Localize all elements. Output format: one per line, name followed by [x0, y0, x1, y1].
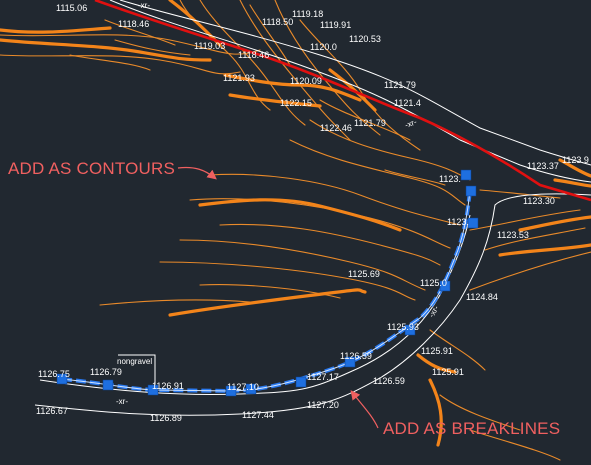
breakline-grip[interactable]: [147, 384, 159, 396]
breakline-grip[interactable]: [465, 185, 477, 197]
elevation-label: 1123.53: [497, 230, 529, 240]
elevation-label: 1123.: [439, 174, 461, 184]
elevation-label: 1119.91: [320, 20, 351, 30]
elevation-label: 1127.20: [307, 400, 339, 410]
elevation-label: 1120.0: [310, 42, 337, 52]
elevation-label: 1125.0: [420, 278, 447, 288]
elevation-label: 1121.93: [223, 73, 255, 83]
elevation-label: 1125.69: [348, 269, 380, 279]
elevation-label: 1120.53: [349, 34, 381, 44]
elevation-label: 1127.17: [307, 372, 339, 382]
breakline-grip[interactable]: [56, 373, 68, 385]
annotation-text: ADD AS CONTOURS: [8, 159, 175, 178]
annotation-contours: ADD AS CONTOURS: [8, 159, 217, 180]
elevation-label: 1115.06: [56, 3, 87, 13]
breakline-grip[interactable]: [295, 376, 307, 388]
gravel-box: [118, 354, 156, 385]
elevation-labels: 1115.06 1118.46 1118.50 1119.18 1119.91 …: [36, 3, 589, 423]
fence-label: -xr-: [427, 304, 441, 319]
elevation-label: 1123.30: [523, 196, 555, 206]
elevation-label: 1126.79: [90, 367, 122, 377]
selected-breakline[interactable]: [56, 169, 479, 397]
elevation-label: 1125.93: [387, 322, 419, 332]
fence-label: -xr-: [138, 1, 150, 10]
gravel-label: nongravel: [117, 357, 152, 366]
breakline-grip[interactable]: [245, 383, 257, 395]
elevation-label: 1120.09: [290, 76, 322, 86]
elevation-label: 1126.67: [36, 406, 68, 416]
elevation-label: 1123.: [447, 217, 469, 227]
elevation-label: 1124.84: [466, 292, 498, 302]
elevation-label: 1118.46: [118, 19, 149, 29]
misc-labels: nongravel -xr- -xr- -xr- -xr-: [116, 1, 441, 406]
annotation-text: ADD AS BREAKLINES: [383, 419, 560, 438]
elevation-label: 1123.9: [562, 155, 589, 165]
elevation-label: 1119.18: [292, 9, 323, 19]
breakline-grip[interactable]: [460, 169, 472, 181]
elevation-label: 1118.50: [262, 17, 293, 27]
elevation-label: 1126.59: [340, 351, 372, 361]
major-contours: [0, 0, 591, 447]
elevation-label: 1126.59: [373, 376, 405, 386]
elevation-label: 1122.46: [320, 123, 352, 133]
breakline-grip[interactable]: [467, 217, 479, 229]
elevation-label: 1127.44: [242, 410, 274, 420]
elevation-label: 1126.89: [150, 413, 182, 423]
breakline-grip[interactable]: [439, 280, 451, 292]
elevation-label: 1127.10: [227, 382, 259, 392]
elevation-label: 1121.79: [384, 80, 416, 90]
fence-label: -xr-: [116, 397, 128, 406]
elevation-label: 1118.46: [238, 50, 269, 60]
elevation-label: 1125.91: [432, 367, 464, 377]
breakline-grip[interactable]: [102, 379, 114, 391]
elevation-label: 1126.91: [152, 381, 184, 391]
breakline-grip[interactable]: [225, 385, 237, 397]
breakline-grip[interactable]: [404, 324, 416, 336]
elevation-label: 1121.4: [394, 98, 421, 108]
breakline-grip[interactable]: [344, 356, 356, 368]
elevation-label: 1121.79: [354, 118, 386, 128]
annotation-breaklines: ADD AS BREAKLINES: [350, 390, 560, 438]
elevation-label: 1122.15: [280, 98, 312, 108]
fence-label: -xr-: [404, 117, 419, 130]
elevation-label: 1123.37: [527, 161, 559, 171]
red-property-line: [94, 0, 591, 202]
elevation-label: 1125.91: [421, 346, 453, 356]
elevation-label: 1126.75: [38, 369, 70, 379]
elevation-label: 1119.03: [194, 41, 225, 51]
